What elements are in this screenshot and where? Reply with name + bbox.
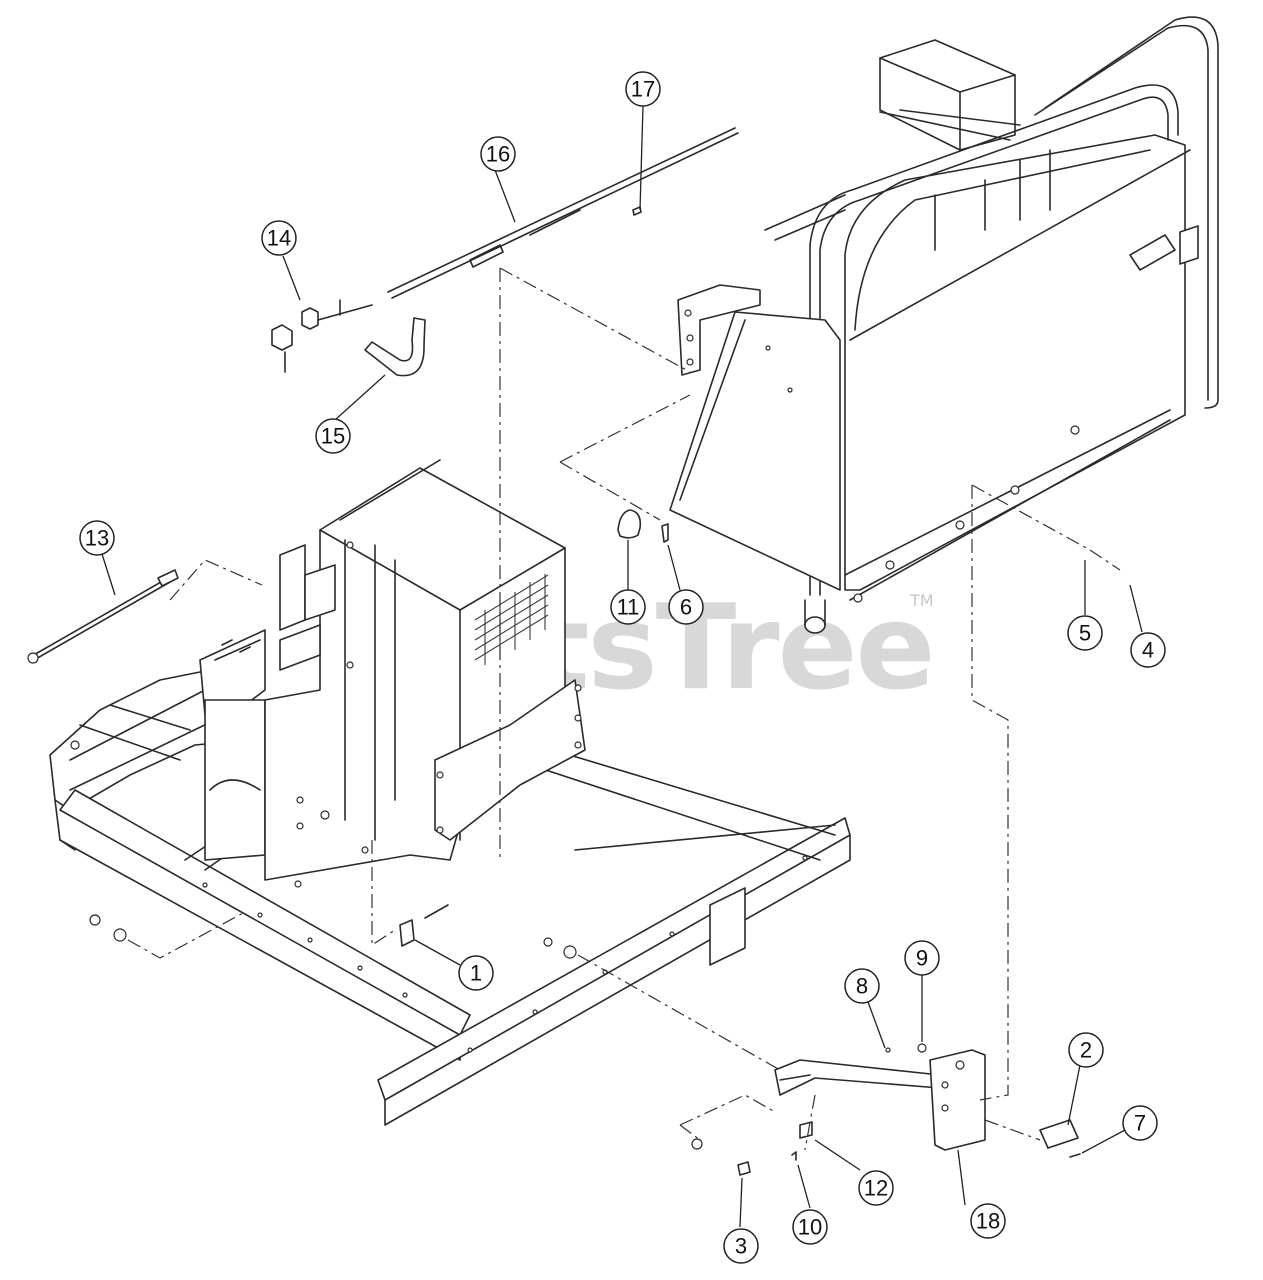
callout-11[interactable]: 11	[610, 589, 646, 625]
cable-part-14	[271, 299, 373, 373]
callout-13[interactable]: 13	[79, 520, 115, 556]
clip-part-11	[617, 509, 642, 539]
callout-2[interactable]: 2	[1068, 1032, 1104, 1068]
callout-17-label: 17	[631, 77, 655, 102]
callout-5[interactable]: 5	[1067, 615, 1103, 651]
bagger-assembly	[669, 16, 1219, 634]
leader-lines	[101, 105, 1143, 1228]
callout-2-label: 2	[1080, 1038, 1092, 1063]
callout-8-label: 8	[856, 974, 868, 999]
callout-7-label: 7	[1134, 1111, 1146, 1136]
watermark-trademark: TM	[909, 591, 934, 610]
cable-part-13	[27, 569, 179, 664]
callout-7[interactable]: 7	[1122, 1105, 1158, 1141]
callout-18[interactable]: 18	[970, 1203, 1006, 1239]
callout-16[interactable]: 16	[480, 136, 516, 172]
callout-12[interactable]: 12	[858, 1170, 894, 1206]
callout-1-label: 1	[470, 961, 482, 986]
callout-13-label: 13	[85, 526, 109, 551]
rod-part-16	[387, 127, 739, 299]
callout-14[interactable]: 14	[261, 220, 297, 256]
callout-5-label: 5	[1079, 621, 1091, 646]
callout-15-label: 15	[321, 424, 345, 449]
callout-3-label: 3	[735, 1234, 747, 1259]
callout-14-label: 14	[267, 226, 291, 251]
hose-part-15	[364, 317, 426, 377]
callout-11-label: 11	[617, 595, 640, 620]
callout-3[interactable]: 3	[723, 1228, 759, 1264]
callout-16-label: 16	[486, 142, 510, 167]
callout-8[interactable]: 8	[844, 968, 880, 1004]
callout-12-label: 12	[864, 1176, 888, 1201]
callout-4-label: 4	[1142, 638, 1154, 663]
callout-9-label: 9	[916, 946, 928, 971]
callout-1[interactable]: 1	[458, 955, 494, 991]
callout-10[interactable]: 10	[792, 1209, 828, 1245]
callout-17[interactable]: 17	[625, 71, 661, 107]
pin-part-17	[632, 206, 642, 216]
callout-15[interactable]: 15	[315, 418, 351, 454]
callout-4[interactable]: 4	[1130, 632, 1166, 668]
frame-assembly	[49, 459, 851, 1126]
hitch-assembly	[691, 1043, 1081, 1176]
callout-9[interactable]: 9	[904, 940, 940, 976]
callout-10-label: 10	[798, 1215, 822, 1240]
screw-part-6	[661, 523, 669, 543]
callout-6[interactable]: 6	[668, 589, 704, 625]
assembly-guide-lines	[127, 267, 1121, 1151]
callout-6-label: 6	[680, 595, 692, 620]
callout-18-label: 18	[976, 1209, 1000, 1234]
